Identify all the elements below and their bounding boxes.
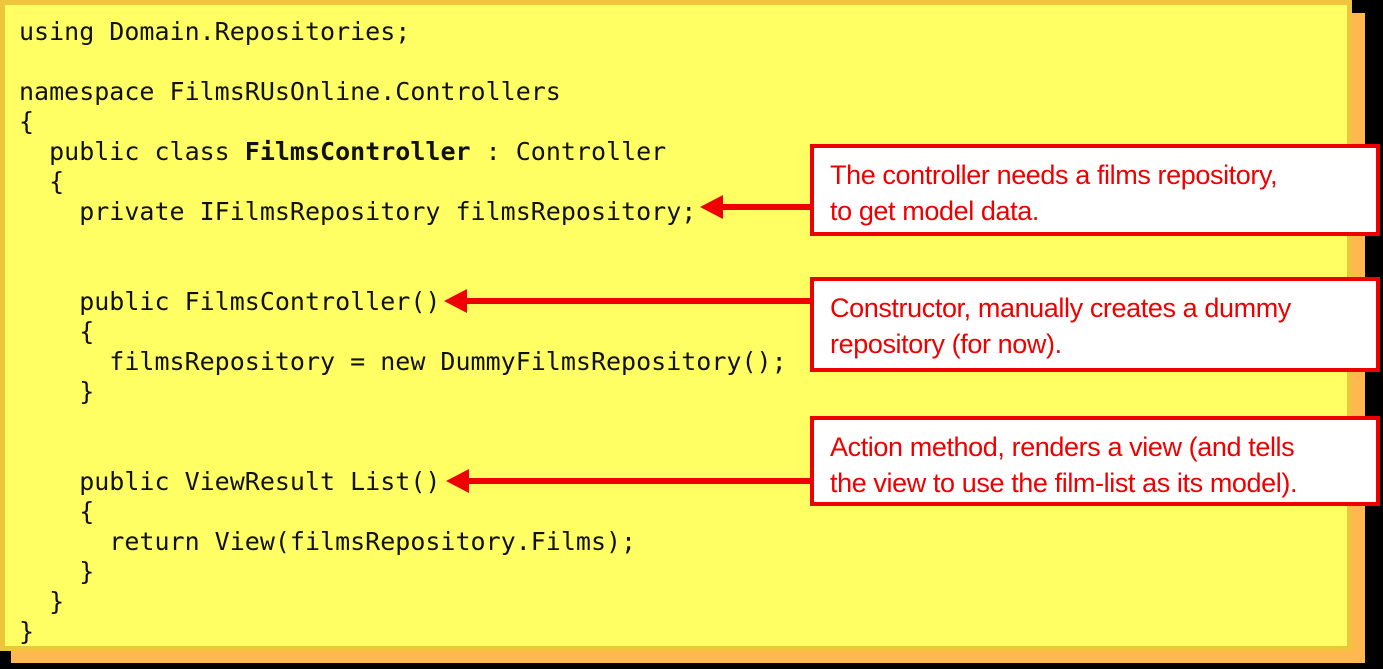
code-line: public FilmsController() [19,287,441,316]
code-line: { [19,317,95,346]
callout-box-repository: The controller needs a films repository,… [810,144,1380,236]
arrow-head-icon [444,289,467,313]
callout-text: The controller needs a films repository, [830,160,1278,190]
code-line: public ViewResult List() [19,467,441,496]
callout-text: Action method, renders a view (and tells [830,432,1295,462]
code-line [19,47,787,77]
code-line [19,227,787,257]
callout-text: repository (for now). [830,329,1062,359]
arrow-line [465,298,812,304]
callout-text: Constructor, manually creates a dummy [830,293,1291,323]
callout-text: to get model data. [830,196,1039,226]
code-line: } [19,557,95,586]
arrow-head-icon [700,195,723,219]
code-block: using Domain.Repositories; namespace Film… [19,17,787,647]
code-line [19,257,787,287]
callout-box-action: Action method, renders a view (and tells… [810,416,1380,506]
code-line: } [19,617,35,646]
code-line: { [19,167,65,196]
callout-box-constructor: Constructor, manually creates a dummy re… [810,277,1380,372]
code-line: } [19,377,95,406]
code-line: filmsRepository = new DummyFilmsReposito… [19,347,787,376]
code-line: public class FilmsController : Controlle… [19,137,667,166]
arrow-line [467,478,812,484]
arrow-line [720,204,812,210]
code-line: using Domain.Repositories; [19,17,411,46]
arrow-head-icon [446,469,469,493]
code-line [19,437,787,467]
code-line [19,407,787,437]
code-line: { [19,497,95,526]
code-line: return View(filmsRepository.Films); [19,527,637,556]
callout-text: the view to use the film-list as its mod… [830,468,1298,498]
code-line: namespace FilmsRUsOnline.Controllers [19,77,561,106]
code-line: { [19,107,35,136]
code-line: } [19,587,65,616]
code-line: private IFilmsRepository filmsRepository… [19,197,697,226]
